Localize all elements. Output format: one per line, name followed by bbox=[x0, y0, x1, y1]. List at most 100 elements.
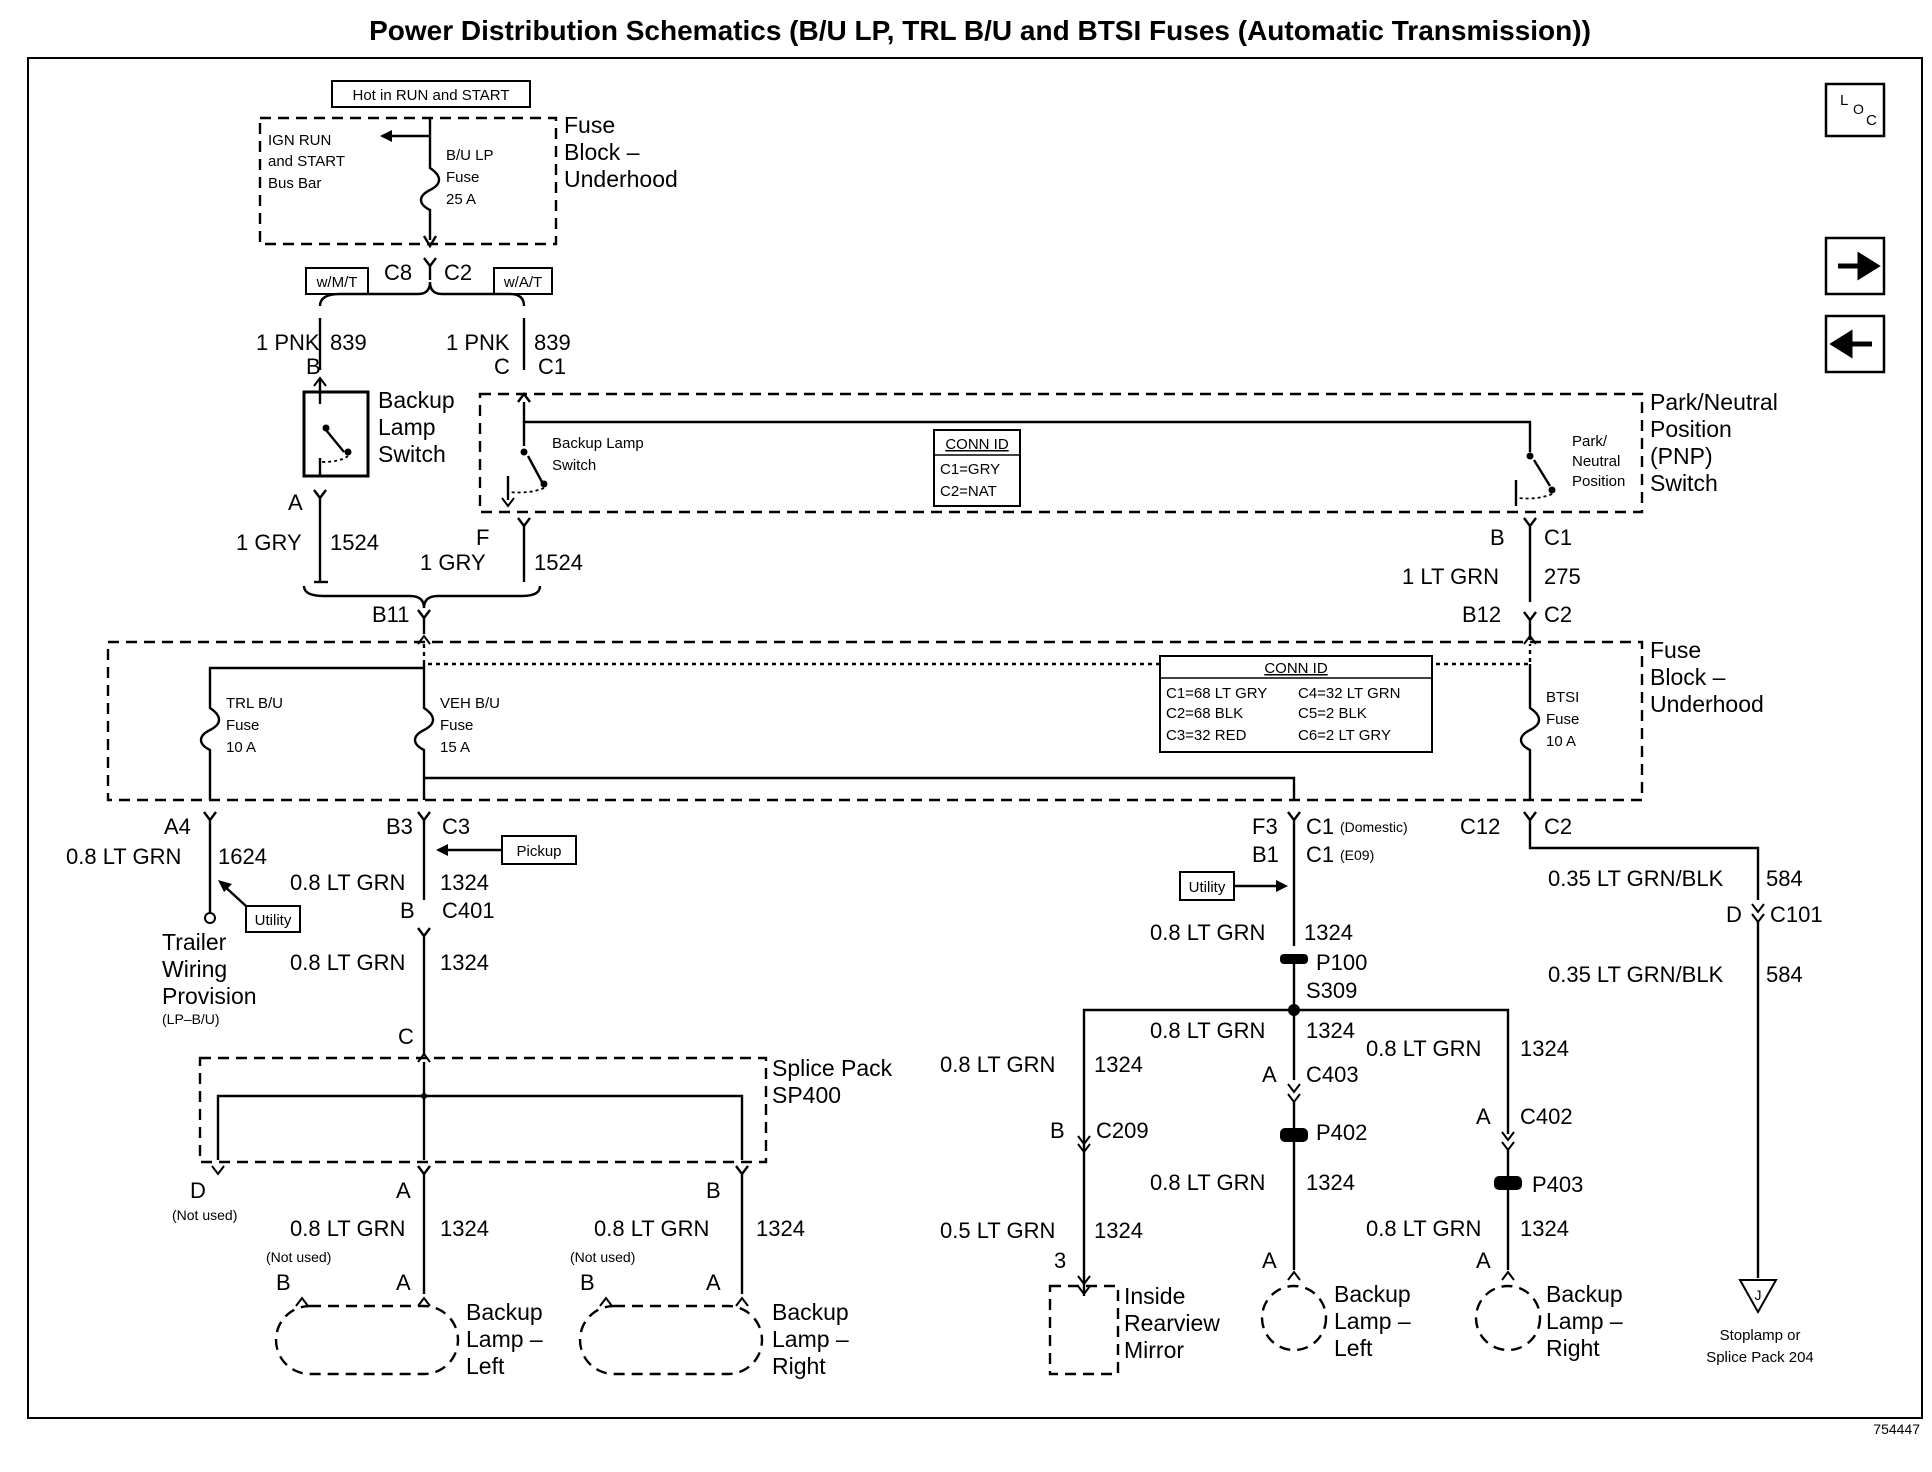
mirror-pin-3: 3 bbox=[1054, 1248, 1066, 1273]
stoplamp-ref-letter: J bbox=[1755, 1287, 1762, 1303]
fuse-conn-id: CONN ID C1=68 LT GRY C2=68 BLK C3=32 RED… bbox=[1159, 655, 1433, 753]
svg-text:Left: Left bbox=[466, 1353, 505, 1379]
svg-text:C2=NAT: C2=NAT bbox=[940, 483, 997, 500]
mirror-pin-b: B bbox=[1050, 1118, 1065, 1143]
mt-circuit2: 1524 bbox=[330, 530, 379, 555]
hot-label-box bbox=[331, 80, 531, 108]
b11-label: B11 bbox=[372, 602, 410, 627]
pnp-conn-id: CONN ID C1=GRY C2=NAT bbox=[933, 429, 1021, 507]
merge-brace bbox=[302, 585, 542, 609]
svg-text:Fuse: Fuse bbox=[440, 717, 473, 734]
pnp-pin-b12: B12 bbox=[1462, 602, 1501, 627]
svg-text:Switch: Switch bbox=[1650, 470, 1718, 496]
svg-text:Stoplamp or: Stoplamp or bbox=[1720, 1327, 1801, 1344]
pnp-position-switch-label: Park/ Neutral Position bbox=[1572, 433, 1625, 490]
svg-text:Neutral: Neutral bbox=[1572, 453, 1620, 470]
svg-text:Backup: Backup bbox=[772, 1299, 849, 1325]
btsi-pin-d: D bbox=[1726, 902, 1742, 927]
mt-switch-label: Backup Lamp Switch bbox=[378, 387, 455, 467]
p403-label: P403 bbox=[1532, 1172, 1583, 1197]
svg-text:Backup: Backup bbox=[1546, 1281, 1623, 1307]
svg-text:Mirror: Mirror bbox=[1124, 1337, 1184, 1363]
page-title: Power Distribution Schematics (B/U LP, T… bbox=[369, 15, 1591, 46]
svg-text:Position: Position bbox=[1572, 473, 1625, 490]
wmt-label: w/M/T bbox=[316, 274, 358, 291]
hot-label: Hot in RUN and START bbox=[353, 87, 510, 104]
dom-wire-color: 0.8 LT GRN bbox=[1150, 920, 1265, 945]
c8-c2-connector bbox=[423, 257, 437, 280]
arrow-right-icon[interactable] bbox=[1824, 236, 1886, 296]
arrow-down-icon bbox=[422, 235, 438, 249]
mirror-circuit: 1324 bbox=[1094, 1052, 1143, 1077]
veh-conn-c3: C3 bbox=[442, 814, 470, 839]
trl-fuse-label: TRL B/U Fuse 10 A bbox=[226, 695, 283, 756]
option-brace bbox=[318, 281, 526, 307]
mirror-circuit2: 1324 bbox=[1094, 1218, 1143, 1243]
splice-bus bbox=[216, 1062, 744, 1160]
backup-lamp-right-vb-label: Backup Lamp – Right bbox=[772, 1299, 849, 1379]
svg-text:Switch: Switch bbox=[378, 441, 446, 467]
at-wire2-color: 1 GRY bbox=[420, 550, 486, 575]
left-lamp-pin-a: A bbox=[396, 1270, 411, 1295]
svg-text:10 A: 10 A bbox=[226, 739, 256, 756]
svg-text:Backup Lamp: Backup Lamp bbox=[552, 435, 644, 452]
pnp-wire-275 bbox=[1523, 517, 1537, 602]
right-wire-color: 0.8 LT GRN bbox=[594, 1216, 709, 1241]
svg-text:VEH B/U: VEH B/U bbox=[440, 695, 500, 712]
mirror-label: Inside Rearview Mirror bbox=[1124, 1283, 1220, 1363]
veh-fuse-symbol bbox=[413, 694, 435, 800]
pnp-switch-outline bbox=[478, 392, 1644, 514]
svg-text:Lamp: Lamp bbox=[378, 414, 436, 440]
btsi-conn-c2: C2 bbox=[1544, 814, 1572, 839]
dom-right-lamp-label: Backup Lamp – Right bbox=[1546, 1281, 1623, 1361]
stoplamp-ref-triangle bbox=[1738, 1279, 1778, 1315]
mt-wire2-color: 1 GRY bbox=[236, 530, 302, 555]
veh-circuit: 1324 bbox=[440, 870, 489, 895]
svg-text:C1=68 LT GRY: C1=68 LT GRY bbox=[1166, 685, 1267, 702]
trl-fuse-symbol bbox=[199, 694, 221, 800]
svg-text:Right: Right bbox=[1546, 1335, 1600, 1361]
btsi-wire bbox=[1523, 811, 1760, 900]
svg-text:Block –: Block – bbox=[1650, 664, 1726, 690]
dom-backup-lamp-right bbox=[1474, 1284, 1542, 1352]
dom-left-circuit2: 1324 bbox=[1306, 1170, 1355, 1195]
domestic-wire bbox=[1287, 811, 1301, 946]
trailer-circuit: 1624 bbox=[218, 844, 267, 869]
svg-text:(LP–B/U): (LP–B/U) bbox=[162, 1011, 220, 1027]
svg-text:O: O bbox=[1853, 101, 1864, 117]
dom-right-conn-c402: C402 bbox=[1520, 1104, 1573, 1129]
pnp-circuit: 275 bbox=[1544, 564, 1581, 589]
splice-pin-b: B bbox=[706, 1178, 721, 1203]
at-circuit: 839 bbox=[534, 330, 571, 355]
at-circuit2: 1524 bbox=[534, 550, 583, 575]
dom-right-wire2-color: 0.8 LT GRN bbox=[1366, 1216, 1481, 1241]
svg-text:C2=68 BLK: C2=68 BLK bbox=[1166, 705, 1243, 722]
svg-text:Rearview: Rearview bbox=[1124, 1310, 1220, 1336]
right-lamp-wire bbox=[735, 1165, 749, 1294]
svg-text:Block –: Block – bbox=[564, 139, 640, 165]
stoplamp-label: Stoplamp or Splice Pack 204 bbox=[1706, 1327, 1814, 1366]
at-pin-c: C bbox=[494, 354, 510, 379]
right-lamp-pin-a: A bbox=[706, 1270, 721, 1295]
dom-left-wire-color: 0.8 LT GRN bbox=[1150, 1018, 1265, 1043]
svg-text:C3=32 RED: C3=32 RED bbox=[1166, 727, 1247, 744]
svg-text:B/U LP: B/U LP bbox=[446, 147, 494, 164]
trailer-wire bbox=[203, 811, 217, 912]
bus-bar-label: IGN RUN and START Bus Bar bbox=[268, 132, 345, 192]
domestic-feed bbox=[424, 776, 1296, 800]
trailer-label: Trailer Wiring Provision (LP–B/U) bbox=[162, 929, 257, 1027]
mirror-wire-color: 0.8 LT GRN bbox=[940, 1052, 1055, 1077]
dom-right-circuit2: 1324 bbox=[1520, 1216, 1569, 1241]
pnp-switch-label: Park/Neutral Position (PNP) Switch bbox=[1650, 389, 1778, 496]
btsi-fuse-label: BTSI Fuse 10 A bbox=[1546, 689, 1579, 750]
dom-conn-c1: C1 bbox=[1306, 814, 1334, 839]
pnp-conn-c2: C2 bbox=[1544, 602, 1572, 627]
backup-lamp-left-vb bbox=[274, 1304, 460, 1376]
loc-icon[interactable]: L O C bbox=[1824, 82, 1886, 138]
svg-text:C6=2 LT GRY: C6=2 LT GRY bbox=[1298, 727, 1391, 744]
mirror-conn-c209: C209 bbox=[1096, 1118, 1149, 1143]
pickup-label: Pickup bbox=[516, 843, 561, 860]
arrow-left-icon[interactable] bbox=[1824, 314, 1886, 374]
